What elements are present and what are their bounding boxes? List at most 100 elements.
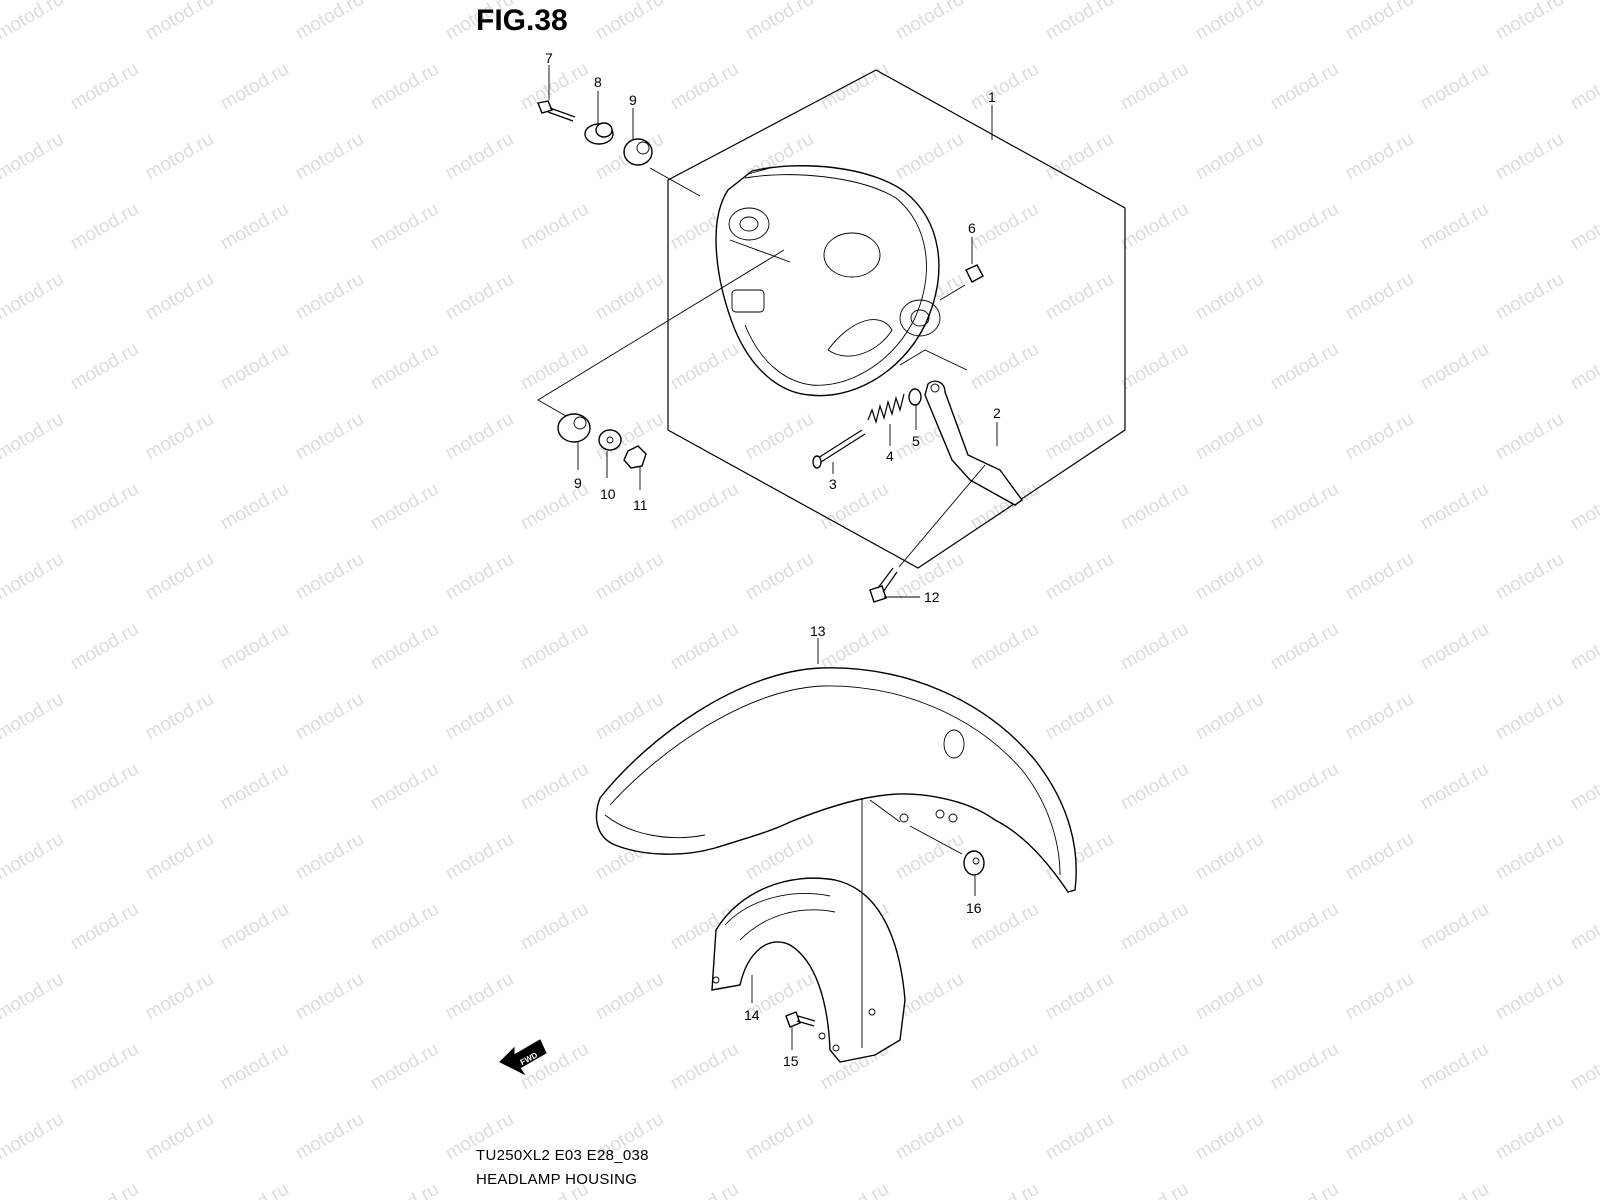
watermark-text: motod.ru: [1567, 899, 1600, 955]
callout-4: 4: [886, 448, 894, 464]
watermark-text: motod.ru: [67, 479, 142, 535]
watermark-text: motod.ru: [742, 409, 817, 465]
watermark-text: motod.ru: [1567, 1179, 1600, 1200]
watermark-text: motod.ru: [0, 689, 67, 745]
watermark-text: motod.ru: [1117, 619, 1192, 675]
bolt-12: [869, 567, 898, 603]
watermark-text: motod.ru: [967, 59, 1042, 115]
watermark-text: motod.ru: [1042, 269, 1117, 325]
watermark-text: motod.ru: [442, 829, 517, 885]
watermark-text: motod.ru: [1267, 1179, 1342, 1200]
watermark-text: motod.ru: [1567, 59, 1600, 115]
watermark-text: motod.ru: [217, 479, 292, 535]
callout-11: 11: [633, 497, 648, 513]
watermark-text: motod.ru: [592, 689, 667, 745]
watermark-text: motod.ru: [0, 269, 67, 325]
watermark-text: motod.ru: [1492, 129, 1567, 185]
watermark-text: motod.ru: [442, 269, 517, 325]
watermark-text: motod.ru: [67, 619, 142, 675]
watermark-text: motod.ru: [217, 619, 292, 675]
grommet-9-lower: [557, 413, 591, 443]
watermark-text: motod.ru: [367, 619, 442, 675]
watermark-text: motod.ru: [667, 479, 742, 535]
watermark-text: motod.ru: [817, 619, 892, 675]
watermark-text: motod.ru: [892, 0, 967, 44]
watermark-text: motod.ru: [967, 339, 1042, 395]
watermark-text: motod.ru: [142, 1109, 217, 1165]
callout-2: 2: [993, 405, 1001, 421]
watermark-text: motod.ru: [217, 339, 292, 395]
watermark-text: motod.ru: [1492, 689, 1567, 745]
watermark-text: motod.ru: [1492, 549, 1567, 605]
callout-7: 7: [545, 50, 553, 66]
watermark-text: motod.ru: [742, 549, 817, 605]
watermark-text: motod.ru: [517, 339, 592, 395]
watermark-text: motod.ru: [742, 829, 817, 885]
watermark-text: motod.ru: [442, 689, 517, 745]
watermark-text: motod.ru: [367, 479, 442, 535]
callout-5: 5: [912, 433, 920, 449]
watermark-text: motod.ru: [1192, 689, 1267, 745]
screw-3: [812, 429, 866, 469]
watermark-text: motod.ru: [1342, 129, 1417, 185]
watermark-text: motod.ru: [1492, 269, 1567, 325]
watermark-text: motod.ru: [1192, 269, 1267, 325]
watermark-text: motod.ru: [1417, 1039, 1492, 1095]
bolt-7: [537, 100, 576, 122]
watermark-text: motod.ru: [292, 1109, 367, 1165]
watermark-text: motod.ru: [217, 759, 292, 815]
callout-6: 6: [968, 220, 976, 236]
watermark-text: motod.ru: [1417, 479, 1492, 535]
callout-3: 3: [829, 476, 837, 492]
watermark-text: motod.ru: [1117, 899, 1192, 955]
watermark-text: motod.ru: [1267, 199, 1342, 255]
watermark-text: motod.ru: [1342, 409, 1417, 465]
watermark-text: motod.ru: [742, 0, 817, 44]
guide-lines: [537, 167, 986, 1048]
watermark-text: motod.ru: [1192, 829, 1267, 885]
watermark-text: motod.ru: [67, 1039, 142, 1095]
watermark-text: motod.ru: [1417, 199, 1492, 255]
spring-4: [867, 393, 905, 425]
watermark-text: motod.ru: [1042, 969, 1117, 1025]
watermark-text: motod.ru: [67, 339, 142, 395]
watermark-text: motod.ru: [1042, 689, 1117, 745]
grommet-9-upper: [623, 138, 653, 166]
headlamp-housing-part: [715, 165, 941, 397]
watermark-text: motod.ru: [667, 1179, 742, 1200]
watermark-text: motod.ru: [367, 1039, 442, 1095]
watermark-text: motod.ru: [1267, 899, 1342, 955]
watermark-text: motod.ru: [67, 59, 142, 115]
collar-8: [584, 122, 614, 145]
watermark-text: motod.ru: [442, 129, 517, 185]
section-name: HEADLAMP HOUSING: [476, 1171, 638, 1188]
watermark-text: motod.ru: [442, 409, 517, 465]
inner-fender-part: [711, 877, 906, 1063]
watermark-text: motod.ru: [592, 0, 667, 44]
bracket-2: [924, 380, 1023, 506]
watermark-text: motod.ru: [1267, 339, 1342, 395]
watermark-text: motod.ru: [967, 1179, 1042, 1200]
watermark-text: motod.ru: [1192, 409, 1267, 465]
watermark-text: motod.ru: [1417, 619, 1492, 675]
watermark-text: motod.ru: [142, 549, 217, 605]
watermark-text: motod.ru: [967, 619, 1042, 675]
watermark-text: motod.ru: [1192, 549, 1267, 605]
watermark-text: motod.ru: [142, 689, 217, 745]
watermark-text: motod.ru: [517, 199, 592, 255]
watermark-text: motod.ru: [1042, 549, 1117, 605]
watermark-text: motod.ru: [0, 0, 67, 44]
watermark-text: motod.ru: [1192, 969, 1267, 1025]
callout-9-upper: 9: [629, 92, 637, 108]
watermark-text: motod.ru: [1342, 269, 1417, 325]
watermark-text: motod.ru: [1117, 1179, 1192, 1200]
watermark-text: motod.ru: [0, 129, 67, 185]
watermark-text: motod.ru: [292, 409, 367, 465]
watermark-text: motod.ru: [142, 829, 217, 885]
watermark-text: motod.ru: [367, 199, 442, 255]
watermark-text: motod.ru: [892, 1109, 967, 1165]
callout-8: 8: [594, 74, 602, 90]
watermark-text: motod.ru: [1042, 0, 1117, 44]
watermark-text: motod.ru: [667, 619, 742, 675]
watermark-text: motod.ru: [1042, 1109, 1117, 1165]
